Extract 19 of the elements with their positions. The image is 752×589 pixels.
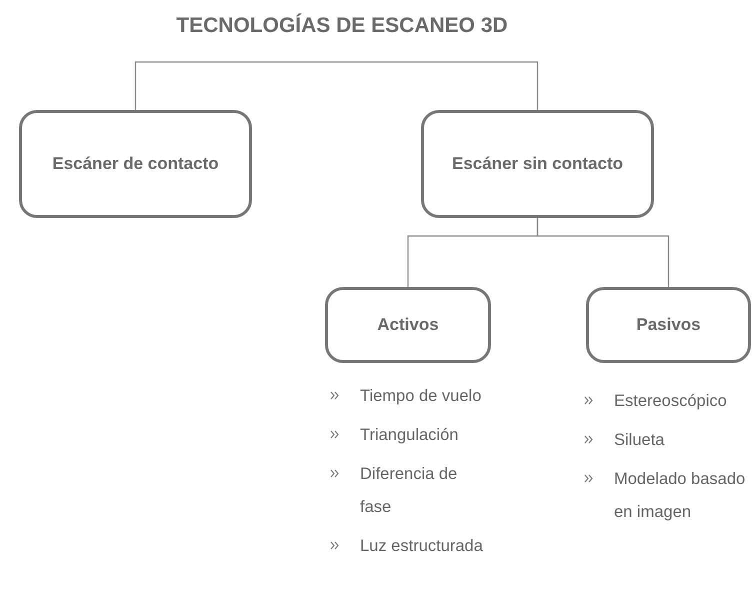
rounded-box (19, 110, 252, 218)
list-item-text: Silueta (614, 430, 666, 451)
box-label: Pasivos (636, 315, 701, 335)
list-item-text: Tiempo de vuelo (360, 386, 482, 407)
connector-line (342, 61, 538, 110)
list-item-text: Diferencia de fase (360, 464, 458, 518)
list-item-text: Modelado basado en imagen (614, 469, 746, 523)
heading-label: TECNOLOGÍAS DE ESCANEO 3D (176, 14, 508, 38)
rounded-box (421, 110, 654, 218)
list-item-text: Triangulación (360, 425, 460, 446)
rounded-box (325, 287, 491, 363)
box-label: Activos (377, 315, 439, 335)
list-item-text: Estereoscópico (614, 391, 728, 412)
connector-line (134, 61, 342, 110)
box-label: Escáner sin contacto (452, 154, 623, 174)
connector-line (536, 218, 670, 287)
box-label: Escáner de contacto (52, 154, 219, 174)
rounded-box (586, 287, 751, 363)
list-item-text: Luz estructurada (360, 536, 484, 557)
